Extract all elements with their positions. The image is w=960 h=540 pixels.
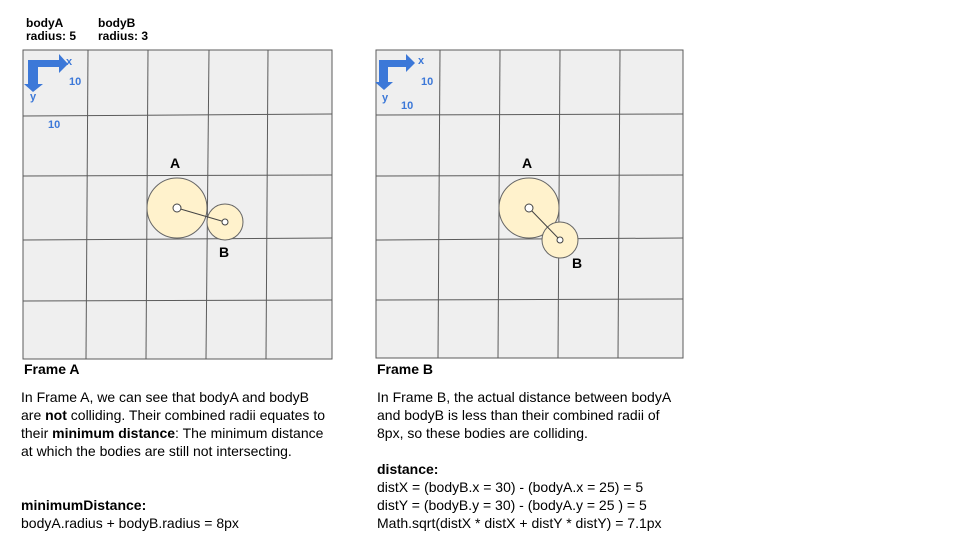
frame-b-dist-x: distX = (bodyB.x = 30) - (bodyA.x = 25) … bbox=[377, 479, 644, 495]
frame-a-axis-y-label: y bbox=[30, 91, 37, 103]
bodyA-name: bodyA bbox=[26, 16, 64, 30]
frame-b-axis-y-label: y bbox=[382, 92, 389, 104]
frame-a-unit-x: 10 bbox=[69, 76, 81, 88]
frame-a-min-distance-title: minimumDistance: bbox=[21, 497, 147, 513]
frame-b-body-a-center bbox=[524, 203, 534, 213]
frame-b-unit-x: 10 bbox=[421, 76, 433, 88]
bodyB-header: bodyB radius: 3 bbox=[98, 17, 148, 43]
frame-a-desc-min-distance: minimum distance bbox=[52, 425, 176, 441]
frame-b-title: Frame B bbox=[377, 361, 434, 377]
frame-a-description: In Frame A, we can see that bodyA and bo… bbox=[21, 388, 331, 460]
frame-a-desc-part-1: In Frame A, we can see that bodyA and bo… bbox=[21, 389, 309, 423]
frame-a-title: Frame A bbox=[24, 361, 80, 377]
frame-b-axis-arrow-icon bbox=[375, 54, 415, 90]
frame-a-min-distance-formula: bodyA.radius + bodyB.radius = 8px bbox=[21, 515, 239, 531]
frame-b-distance-title: distance: bbox=[377, 461, 439, 477]
frame-a-body-b-center bbox=[221, 218, 229, 226]
frame-a-label-b: B bbox=[219, 244, 229, 260]
bodyB-radius: radius: 3 bbox=[98, 29, 149, 43]
frame-b-body-b-center bbox=[556, 236, 564, 244]
frame-a-diagram: x y 10 10 A B bbox=[22, 49, 333, 360]
frame-b-center-line bbox=[528, 207, 561, 241]
bodyA-radius: radius: 5 bbox=[26, 29, 77, 43]
frame-b-label-b: B bbox=[572, 255, 582, 271]
frame-b-unit-y: 10 bbox=[401, 100, 413, 112]
frame-b-axis-x-label: x bbox=[418, 55, 425, 67]
frame-b-dist-sqrt: Math.sqrt(distX * distX + distY * distY)… bbox=[377, 515, 662, 531]
frame-a-desc-part-2: colliding. Their combined radii equates … bbox=[21, 407, 326, 441]
frame-b-diagram: x y 10 10 A B bbox=[375, 49, 684, 359]
frame-b-dist-y: distY = (bodyB.y = 30) - (bodyA.y = 25 )… bbox=[377, 497, 647, 513]
frame-a-center-line bbox=[176, 207, 226, 223]
frame-b-description: In Frame B, the actual distance between … bbox=[377, 389, 671, 441]
frame-a-unit-y: 10 bbox=[48, 119, 60, 131]
bodyA-header: bodyA radius: 5 bbox=[26, 17, 76, 43]
frame-a-axis-x-label: x bbox=[66, 56, 73, 68]
frame-a-label-a: A bbox=[170, 155, 180, 171]
frame-a-axis-arrow-icon bbox=[24, 54, 68, 92]
frame-b-label-a: A bbox=[522, 155, 532, 171]
frame-a-body-a-center bbox=[172, 203, 182, 213]
bodyB-name: bodyB bbox=[98, 16, 136, 30]
frame-a-desc-not: not bbox=[45, 407, 67, 423]
frame-a-desc-part-3: : The minimum distance at which the bodi… bbox=[21, 425, 324, 459]
